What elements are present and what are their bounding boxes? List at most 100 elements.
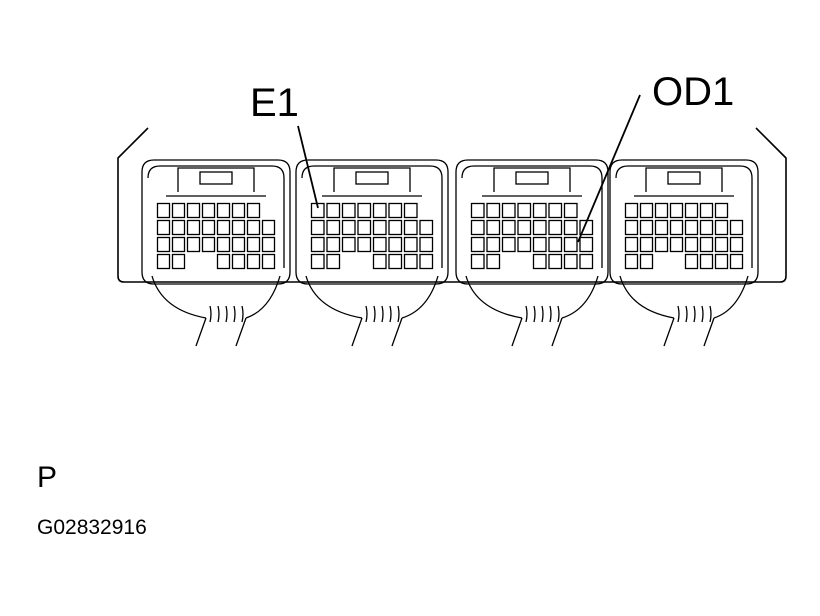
connector-pin: [388, 219, 403, 236]
connector-pin: [669, 236, 684, 253]
connector-pin: [579, 253, 594, 270]
connector-pin: [729, 253, 744, 270]
connector-pin: [326, 236, 341, 253]
connector-pin: [216, 219, 231, 236]
connector-pin: [186, 219, 201, 236]
connector-pin: [326, 253, 341, 270]
connector-pin: [714, 236, 729, 253]
connector-pin: [231, 219, 246, 236]
connector-pin: [216, 236, 231, 253]
harness-wrap-right: [245, 275, 281, 319]
connector-pin: [201, 219, 216, 236]
connector-pin: [579, 236, 594, 253]
harness-wrap-left: [151, 275, 207, 319]
connector-pin: [372, 219, 387, 236]
connector-pin: [669, 219, 684, 236]
connector-pin: [470, 219, 485, 236]
connector-pin: [654, 236, 669, 253]
connector-pin: [563, 219, 578, 236]
figure-id: G02832916: [37, 516, 147, 539]
harness-wrap-left: [619, 275, 675, 319]
connector-pin: [357, 219, 372, 236]
connector-pin: [699, 202, 714, 219]
connector-pin: [326, 219, 341, 236]
connector-pin: [517, 202, 532, 219]
connector-pin: [246, 236, 261, 253]
connector-pin: [372, 202, 387, 219]
connector-pin: [201, 202, 216, 219]
connector-pin: [216, 202, 231, 219]
connector-latch-window: [355, 171, 389, 185]
connector-pin: [699, 253, 714, 270]
connector-pin: [624, 219, 639, 236]
connector-pin: [156, 253, 171, 270]
connector-pin: [231, 202, 246, 219]
connector-pin: [403, 202, 418, 219]
harness-wire: [685, 305, 688, 323]
harness-wire: [241, 305, 244, 323]
harness-wire: [217, 305, 220, 323]
connector-pin: [341, 202, 356, 219]
connector-pin: [357, 236, 372, 253]
connector-pin: [186, 236, 201, 253]
connector-pin: [639, 219, 654, 236]
connector-pin: [501, 202, 516, 219]
connector-inner-shell: [615, 165, 753, 268]
connector-pin: [310, 236, 325, 253]
connector-pin: [246, 219, 261, 236]
harness-wire: [557, 305, 560, 323]
connector-pin: [388, 236, 403, 253]
harness-wire: [693, 305, 696, 323]
connector-latch-window: [199, 171, 233, 185]
connector-pin: [372, 236, 387, 253]
pin-label-e1: E1: [250, 81, 299, 125]
connector-pin: [699, 236, 714, 253]
harness-wrap-right: [713, 275, 749, 319]
connector-pin: [372, 253, 387, 270]
harness-cable: [663, 317, 715, 347]
leader-line-od1: [577, 94, 641, 243]
connector-pin: [486, 202, 501, 219]
connector-pin: [470, 236, 485, 253]
connector-pin: [403, 253, 418, 270]
harness-cable: [351, 317, 403, 347]
harness-wire: [389, 305, 392, 323]
harness-wire: [397, 305, 400, 323]
connector-pin: [470, 253, 485, 270]
connector-pin: [246, 202, 261, 219]
connector-pin: [156, 202, 171, 219]
connector-pin: [419, 236, 434, 253]
connector-pin: [714, 253, 729, 270]
connector-pin: [261, 253, 276, 270]
harness-wire: [533, 305, 536, 323]
connector-shell: [455, 159, 609, 285]
connector-pin: [341, 219, 356, 236]
connector-pin: [729, 236, 744, 253]
connector-inner-shell: [147, 165, 285, 268]
connector-pin: [563, 253, 578, 270]
connector-pin: [624, 253, 639, 270]
connector-inner-shell: [461, 165, 603, 268]
connector-latch: [177, 167, 255, 192]
connector-pin: [563, 236, 578, 253]
connector-pin: [563, 202, 578, 219]
connector-pin: [231, 236, 246, 253]
harness-wire: [677, 305, 680, 323]
connector-pin: [156, 219, 171, 236]
connector-1: [141, 159, 291, 347]
connector-pin: [548, 236, 563, 253]
connector-pin: [654, 219, 669, 236]
connector-pin: [261, 236, 276, 253]
harness-wire: [365, 305, 368, 323]
harness-cable: [195, 317, 247, 347]
connector-pin: [639, 202, 654, 219]
connector-pin: [684, 219, 699, 236]
leader-lines: [297, 94, 641, 243]
connector-pin: [156, 236, 171, 253]
connector-pin: [231, 253, 246, 270]
harness-wrap-left: [465, 275, 523, 319]
connector-shell: [141, 159, 291, 285]
connector-pin: [403, 236, 418, 253]
connector-pin: [326, 202, 341, 219]
